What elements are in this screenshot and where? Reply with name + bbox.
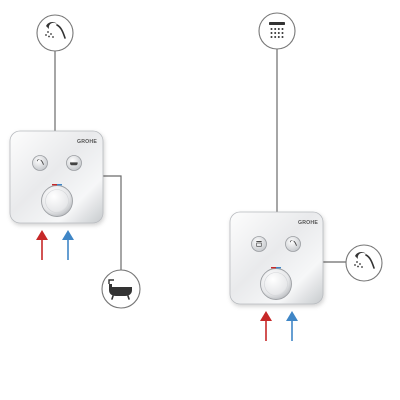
handshower-outlet (345, 244, 383, 282)
handshower-button[interactable] (285, 236, 301, 252)
handshower-button[interactable] (32, 155, 48, 171)
connector-line (103, 175, 122, 270)
thermostat-diagram-left: GROHE (9, 14, 141, 309)
overhead-shower-icon (269, 22, 285, 38)
handshower-icon (354, 251, 375, 269)
hot-water-arrow (36, 230, 48, 260)
overhead-shower-outlet (258, 12, 296, 50)
handshower-icon (45, 21, 66, 39)
handshower-icon (36, 159, 44, 165)
temperature-knob[interactable] (41, 184, 73, 217)
overhead-shower-button[interactable] (251, 236, 267, 252)
bathtub-spout-icon (108, 279, 132, 300)
handshower-icon (289, 240, 297, 246)
bathtub-outlet (101, 269, 141, 309)
thermostat-faceplate (9, 130, 104, 224)
brand-label: GROHE (298, 220, 318, 226)
thermostat-diagram-right: GROHE (229, 12, 383, 341)
hot-water-arrow (260, 311, 272, 341)
thermostat-faceplate (229, 211, 324, 305)
cold-water-arrow (62, 230, 74, 260)
bathtub-button[interactable] (66, 155, 82, 171)
cold-water-arrow (286, 311, 298, 341)
brand-label: GROHE (77, 139, 97, 145)
handshower-outlet (36, 14, 74, 52)
overhead-shower-icon (256, 241, 262, 247)
bathtub-icon (70, 162, 78, 166)
temperature-knob[interactable] (260, 267, 292, 300)
